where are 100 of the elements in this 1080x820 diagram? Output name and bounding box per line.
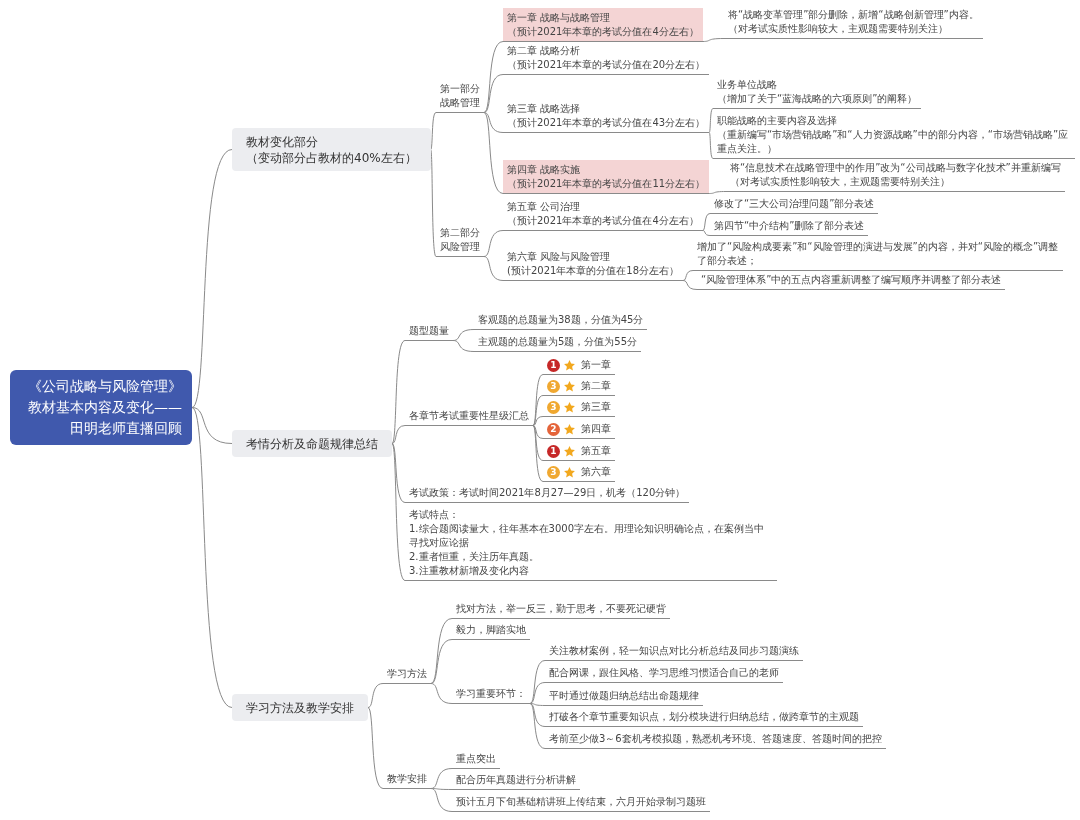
branch-text: (预计2021年本章的分值在18分左右） (507, 264, 680, 278)
branch-text: 学习重要环节： (456, 687, 526, 701)
branch-node (543, 422, 615, 439)
branch-node (713, 78, 922, 109)
branch-line (708, 191, 727, 194)
branch-node (405, 486, 690, 503)
branch-node (543, 358, 615, 375)
highlighted-branch-node (503, 8, 703, 42)
branch-text: 2.重者恒重，关注历年真题。 (409, 550, 540, 564)
branch-node (545, 644, 803, 661)
priority-badge: 1 (547, 358, 560, 372)
branch-node (545, 666, 783, 683)
branch-node (436, 226, 484, 257)
branch-line (529, 703, 546, 727)
branch-text: 教学安排 (387, 772, 427, 786)
branch-text: 第一部分 (440, 82, 480, 96)
branch-text: （预计2021年本章的考试分值在43分左右） (507, 116, 706, 130)
branch-node (405, 324, 453, 341)
branch-node (383, 667, 431, 684)
branch-node (710, 219, 869, 236)
branch-node (543, 444, 615, 461)
branch-line (391, 340, 406, 444)
branch-text: 第五章 公司治理 (507, 200, 582, 214)
branch-line (391, 443, 406, 581)
branch-text: 风险管理 (440, 240, 480, 254)
priority-badge: 3 (547, 465, 560, 479)
branch-node (452, 623, 530, 640)
branch-node (710, 197, 879, 214)
branch-line (430, 788, 453, 812)
branch-line (529, 703, 546, 706)
chapter-text: 第六章 (581, 465, 611, 479)
priority-badge: 2 (547, 422, 560, 436)
branch-node (452, 752, 500, 769)
branch-node (452, 602, 670, 619)
branch-text: 第二章 战略分析 (507, 44, 582, 58)
branch-line (529, 682, 546, 704)
branch-line (483, 112, 504, 194)
branch-line (430, 788, 453, 790)
topic-box (232, 694, 368, 721)
branch-text: 重点突出 (456, 752, 496, 766)
branch-line (708, 132, 714, 159)
branch-text: 主观题的总题量为5题，分值为55分 (478, 335, 638, 349)
branch-text: 修改了“三大公司治理问题”部分表述 (714, 197, 875, 211)
topic-text: （变动部分占教材的40%左右） (246, 150, 417, 166)
branch-text: 战略管理 (440, 96, 480, 110)
branch-node (436, 82, 484, 113)
chapter-text: 第一章 (581, 358, 611, 372)
branch-node (503, 44, 710, 75)
branch-line (430, 768, 453, 789)
branch-text: （预计2021年本章的考试分值在4分左右） (507, 214, 699, 228)
branch-text: （预计2021年本章的考试分值在11分左右） (507, 177, 706, 191)
branch-line (532, 395, 544, 426)
branch-node (545, 732, 886, 749)
branch-text: 平时通过做题归纳总结出命题规律 (549, 689, 699, 703)
branch-node (543, 379, 615, 396)
topic-text: 学习方法及教学安排 (246, 700, 354, 716)
branch-line (529, 703, 546, 749)
branch-node (545, 710, 863, 727)
branch-text: 考前至少做3～6套机考模拟题，熟悉机考环境、答题速度、答题时间的把控 (549, 732, 882, 746)
branch-text: 考试政策：考试时间2021年8月27—29日，机考（120分钟） (409, 486, 686, 500)
branch-text: 关注教材案例，轻一知识点对比分析总结及同步习题演练 (549, 644, 799, 658)
branch-line (191, 149, 233, 408)
branch-line (702, 230, 711, 236)
highlighted-branch-node (503, 160, 710, 194)
priority-badge: 1 (547, 444, 560, 458)
branch-line (391, 443, 406, 503)
branch-line (391, 425, 406, 444)
branch-text: 第二部分 (440, 226, 480, 240)
branch-text: 找对方法，举一反三，勤于思考，不要死记硬背 (456, 602, 666, 616)
branch-line (532, 425, 544, 482)
branch-line (430, 112, 437, 150)
branch-text: “风险管理体系”中的五点内容重新调整了编写顺序并调整了部分表述 (701, 273, 1002, 287)
branch-text: 第六章 风险与风险管理 (507, 250, 612, 264)
topic-text: 教材变化部分 (246, 134, 319, 150)
branch-text: （对考试实质性影响较大，主观题需要特别关注） (728, 22, 949, 36)
branch-line (708, 108, 714, 133)
branch-line (682, 280, 698, 290)
branch-line (529, 660, 546, 704)
branch-line (483, 112, 504, 133)
branch-text: 将“战略变革管理”部分删除，新增“战略创新管理”内容。 (728, 8, 979, 22)
branch-line (452, 340, 475, 352)
topic-box (232, 128, 431, 171)
branch-line (483, 41, 504, 113)
branch-text: 打破各个章节重要知识点，划分模块进行归纳总结，做跨章节的主观题 (549, 710, 859, 724)
branch-node (503, 250, 684, 281)
branch-node (503, 200, 703, 231)
branch-text: 题型题量 (409, 324, 449, 338)
title-text: 《公司战略与风险管理》教材基本内容及变化——田明老师直播回顾 (27, 377, 182, 438)
branch-text: 配合历年真题进行分析讲解 (456, 773, 576, 787)
branch-text: （重新编写“市场营销战略”和“人力资源战略”中的部分内容，“市场营销战略”应重点关注。） (717, 128, 1070, 156)
branch-node (503, 102, 710, 133)
branch-text: （预计2021年本章的考试分值在20分左右） (507, 58, 706, 72)
branch-text: 毅力，脚踏实地 (456, 623, 526, 637)
branch-line (483, 74, 504, 113)
branch-line (430, 683, 453, 704)
branch-node (543, 465, 615, 482)
branch-text: （对考试实质性影响较大，主观题需要特别关注） (730, 175, 951, 189)
topic-text: 考情分析及命题规律总结 (246, 436, 378, 452)
branch-text: 考试特点： (409, 508, 460, 522)
branch-text: 增加了“风险构成要素”和“风险管理的演进与发展”的内容，并对“风险的概念”调整了部分表述； (697, 240, 1059, 268)
